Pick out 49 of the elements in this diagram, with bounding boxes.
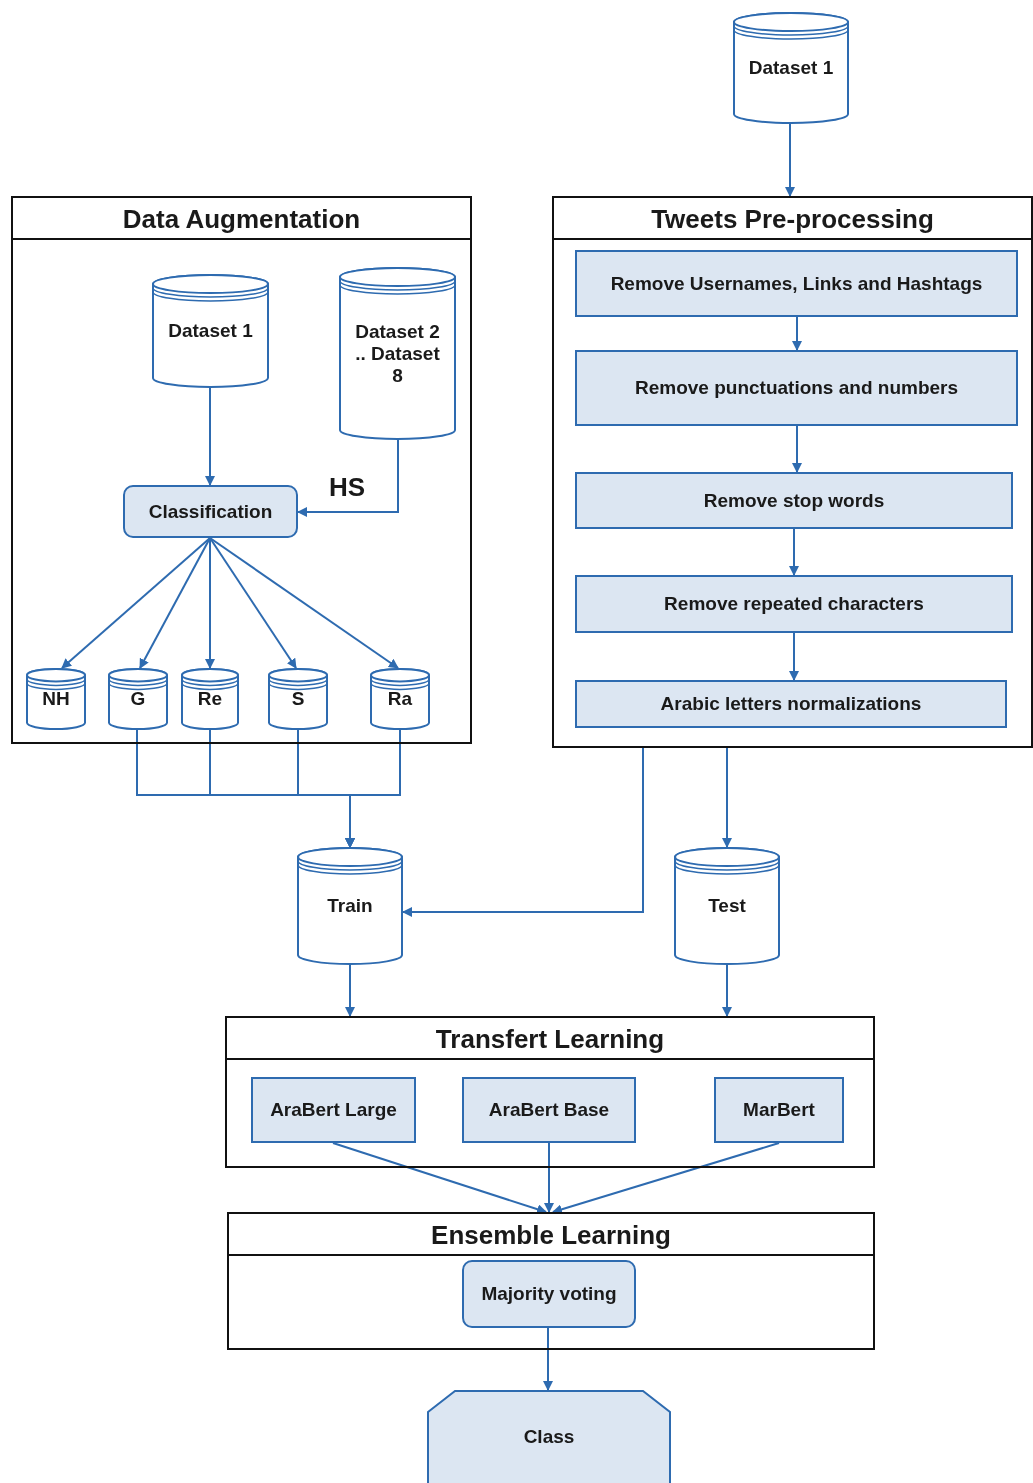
arrow: [552, 1142, 780, 1215]
arrow: [792, 316, 802, 351]
node-label: Dataset 2 .. Dataset 8: [354, 320, 441, 387]
node-label: Test: [708, 895, 746, 917]
node-label: Ra: [387, 688, 413, 710]
group-panel: [552, 196, 1033, 748]
group-panel: [225, 1016, 875, 1168]
node-label: Class: [523, 1425, 575, 1448]
group-title: Tweets Pre-processing: [554, 198, 1031, 240]
arrow: [345, 729, 401, 848]
process-box: Remove punctuations and numbers: [575, 350, 1018, 426]
arrow: [792, 425, 802, 473]
rounded-process-box: Majority voting: [462, 1260, 636, 1328]
arrow: [61, 537, 211, 669]
group-title: Data Augmentation: [13, 198, 470, 240]
node-label: Dataset 1: [168, 320, 253, 342]
process-box: AraBert Base: [462, 1077, 636, 1143]
arrow: [785, 123, 795, 197]
arrow: [345, 964, 355, 1017]
process-box: AraBert Large: [251, 1077, 416, 1143]
node-label: Dataset 1: [748, 57, 834, 79]
rounded-process-box: Classification: [123, 485, 298, 538]
process-box: Remove Usernames, Links and Hashtags: [575, 250, 1018, 317]
arrow: [543, 1327, 553, 1391]
arrow: [205, 537, 215, 669]
arrow: [139, 537, 211, 669]
process-box: Arabic letters normalizations: [575, 680, 1007, 728]
node-label: Re: [197, 688, 223, 710]
arrow: [297, 439, 399, 517]
arrow: [789, 632, 799, 681]
process-box: MarBert: [714, 1077, 844, 1143]
process-box: Remove stop words: [575, 472, 1013, 529]
arrow: [544, 1142, 554, 1213]
arrow: [722, 747, 732, 848]
arrow: [209, 537, 297, 669]
process-box: Remove repeated characters: [575, 575, 1013, 633]
node-label: S: [291, 688, 305, 710]
node-label: NH: [42, 688, 70, 710]
group-panel: [11, 196, 472, 744]
arrow: [789, 528, 799, 576]
arrow: [209, 537, 399, 669]
arrow: [402, 747, 644, 917]
group-title: Ensemble Learning: [229, 1214, 873, 1256]
group-panel: [227, 1212, 875, 1350]
group-title: Transfert Learning: [227, 1018, 873, 1060]
arrow: [722, 964, 732, 1017]
arrow: [205, 387, 215, 486]
node-label: Train: [327, 895, 373, 917]
node-label: G: [130, 688, 146, 710]
